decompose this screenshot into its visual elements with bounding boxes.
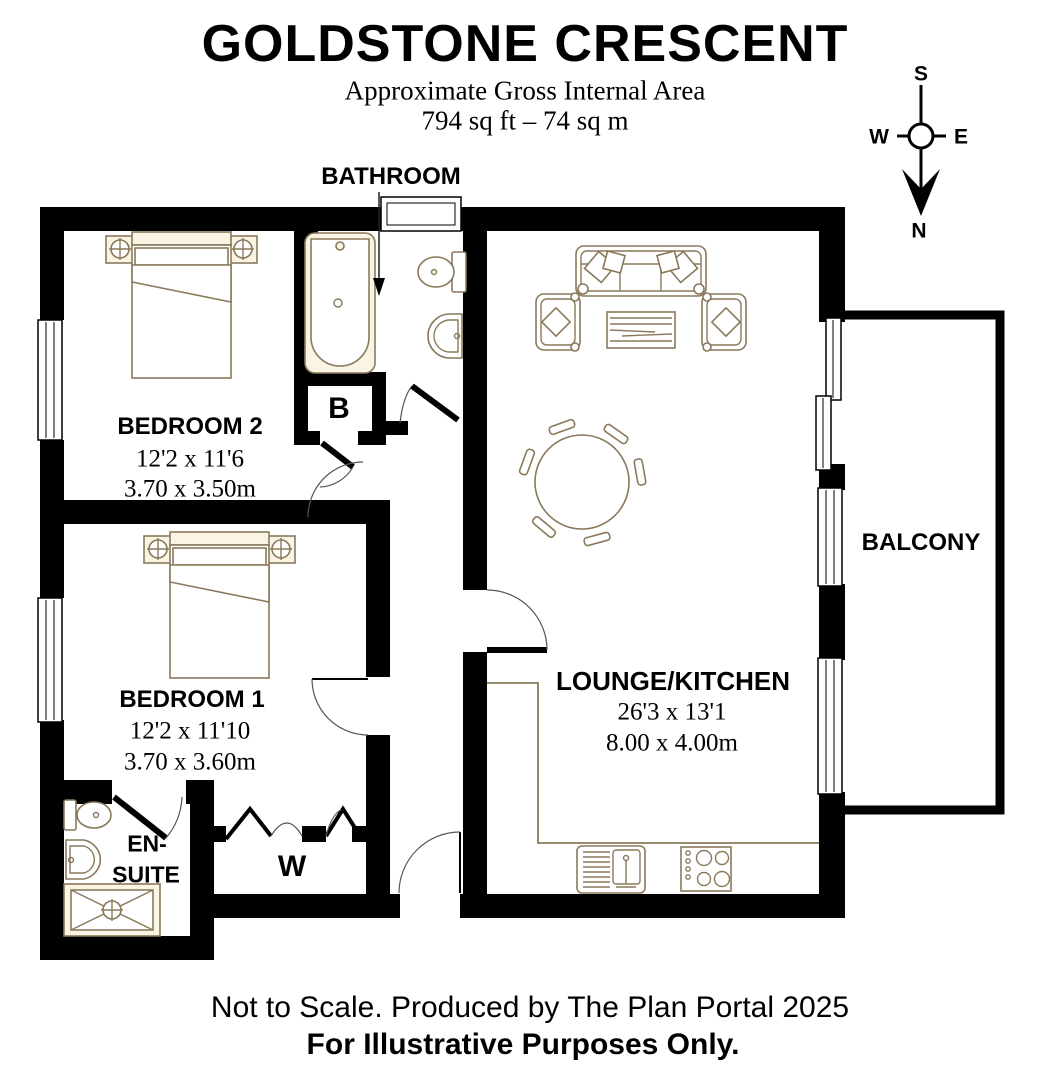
cupboard-door [319,440,355,488]
balcony-sliding-door-window [815,317,842,471]
room-dims-metric-bedroom1: 3.70 x 3.60m [124,748,256,776]
compass-rose [897,85,946,216]
room-label-balcony: BALCONY [861,529,981,556]
bedroom1-window [37,597,63,723]
coffee-table [606,311,676,349]
room-label-bathroom: BATHROOM [321,163,461,190]
room-dims-metric-bedroom2: 3.70 x 3.50m [124,475,256,503]
shower-tray [63,883,161,937]
room-label-ensuite-line2: SUITE [112,861,180,888]
compass-north-label: N [911,219,927,243]
bedroom1-door [311,678,369,736]
subtitle-area: Approximate Gross Internal Area [344,75,706,106]
walls [40,207,845,960]
room-dims-imperial-bedroom1: 12'2 x 11'10 [129,717,251,745]
room-dims-metric-lounge-kitchen: 8.00 x 4.00m [606,729,738,757]
ensuite-door [112,794,183,841]
kitchen-sink [576,845,646,894]
room-dims-imperial-lounge-kitchen: 26'3 x 13'1 [617,698,727,726]
compass-east-label: E [953,125,969,149]
room-dims-imperial-bedroom2: 12'2 x 11'6 [135,445,245,473]
bathtub [304,232,376,374]
ensuite-toilet [63,799,112,831]
bathroom-toilet [417,251,467,293]
bed-bedroom1 [143,531,296,679]
windows [37,196,843,795]
page-title: GOLDSTONE CRESCENT [201,15,849,73]
footer-disclaimer: Not to Scale. Produced by The Plan Porta… [210,991,850,1024]
armchair-left [535,292,581,352]
wardrobe-bifold-doors [224,805,364,841]
compass-north-arrow-icon [902,169,940,216]
room-label-lounge-kitchen: LOUNGE/KITCHEN [556,666,790,696]
bedroom2-door [307,461,364,518]
bathroom-window [380,196,462,232]
kitchen-counter [487,682,819,844]
room-label-ensuite-line1: EN- [127,830,167,857]
bed-bedroom2 [105,231,258,379]
lounge-window-middle [817,487,843,587]
entrance-door [398,831,461,894]
room-label-wardrobe: W [277,850,307,883]
bathroom-door [399,383,460,424]
room-label-bedroom2: BEDROOM 2 [117,413,263,440]
doors [112,383,548,894]
compass-west-label: W [869,125,889,149]
bathroom-basin [427,313,463,359]
lounge-door [486,589,548,653]
balcony-outline [845,310,1005,815]
compass-south-label: S [913,62,929,86]
bedroom2-window [37,319,63,441]
bathroom-pointer-arrow [373,192,385,296]
lounge-window-lower [817,657,843,795]
armchair-right [701,292,747,352]
subtitle-size: 794 sq ft – 74 sq m [421,105,629,136]
footer-illustrative-note: For Illustrative Purposes Only. [306,1028,740,1061]
kitchen-hob [680,846,732,892]
dining-table [518,418,647,547]
room-label-bedroom1: BEDROOM 1 [119,686,265,713]
room-label-cupboard: B [328,392,350,425]
ensuite-basin [65,839,102,880]
sofa [575,245,707,297]
